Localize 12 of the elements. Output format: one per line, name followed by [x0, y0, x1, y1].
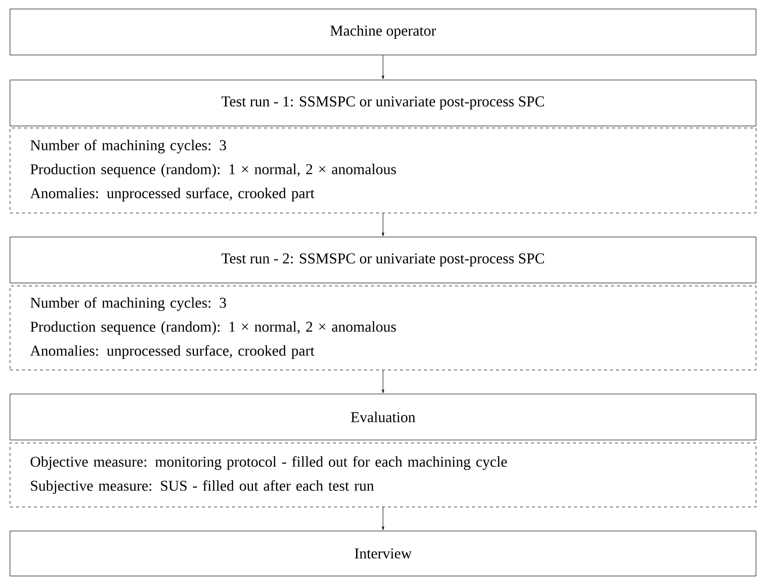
process-box: Machine operator [10, 8, 756, 56]
process-box: Test run - 1: SSMSPC or univariate post-process SPC [10, 80, 756, 126]
process-box: Test run - 2: SSMSPC or univariate post-process SPC [10, 236, 756, 284]
note-box: Number of machining cycles: 3 Production sequence (random): 1 × normal, 2 × anomalous Anomalies: unprocessed surface, crooked part [10, 286, 756, 370]
note-box: Objective measure: monitoring protocol - filled out for each machining cycle Subjective measure: SUS - filled out after each test run [10, 442, 756, 508]
arrow [382, 213, 384, 236]
process-box: Evaluation [10, 394, 756, 440]
arrow [382, 506, 384, 530]
note-box: Number of machining cycles: 3 Production sequence (random): 1 × normal, 2 × anomalous Anomalies: unprocessed surface, crooked part [10, 128, 756, 214]
arrow [382, 54, 384, 80]
process-box: Interview [10, 530, 756, 576]
arrow [382, 370, 384, 394]
